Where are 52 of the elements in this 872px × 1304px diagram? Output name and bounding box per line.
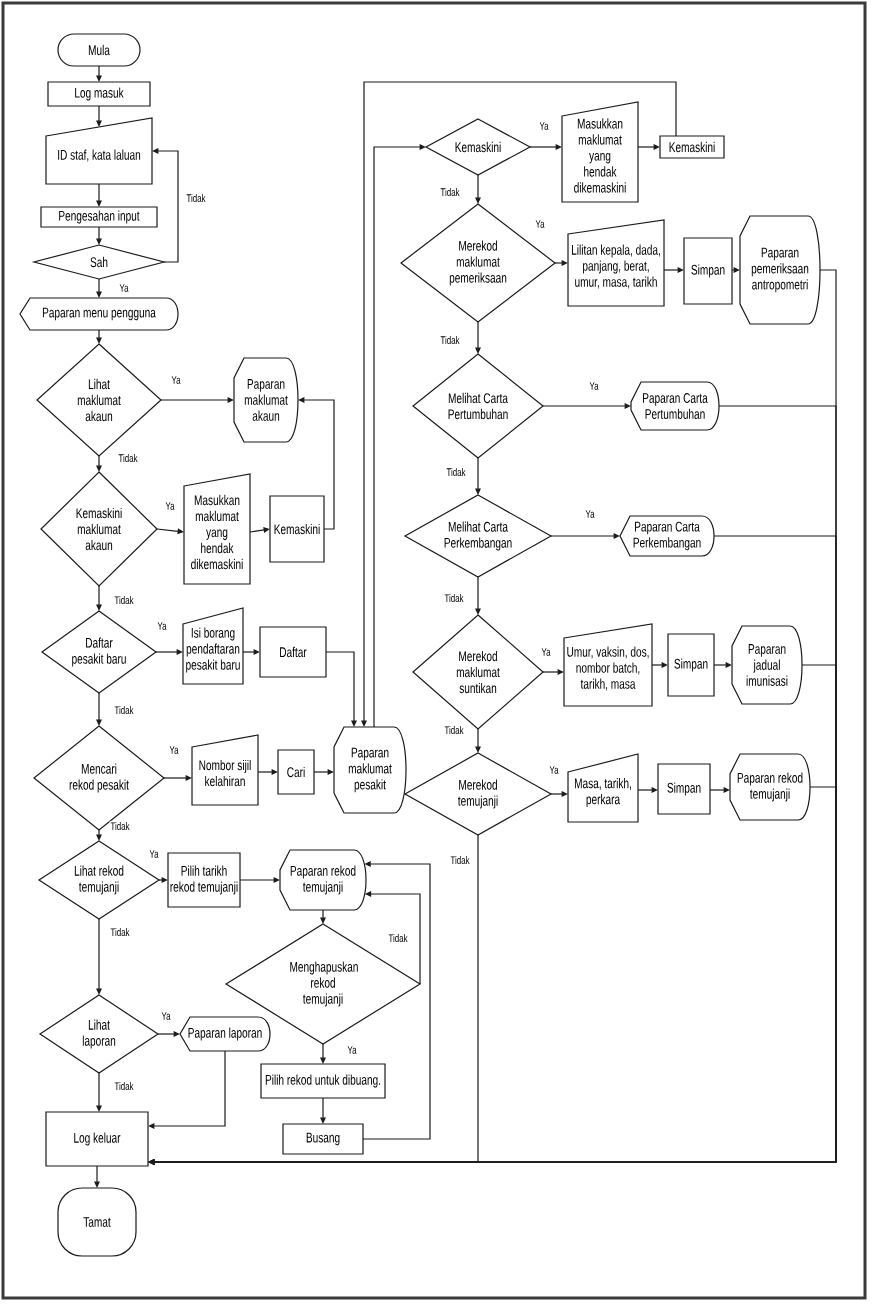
arrow — [96, 829, 102, 841]
arrow — [96, 65, 102, 82]
arrow — [160, 397, 234, 403]
arrow — [361, 81, 677, 727]
arrow — [158, 877, 168, 883]
arrow — [475, 457, 481, 495]
arrow — [96, 278, 102, 298]
arrow — [663, 267, 684, 273]
arrow — [542, 669, 564, 675]
arrow — [298, 397, 335, 530]
arrow — [325, 651, 357, 727]
arrow — [651, 662, 668, 668]
arrow — [242, 649, 260, 655]
arrow — [475, 728, 481, 753]
arrow — [96, 1072, 102, 1112]
arrow — [475, 321, 481, 354]
arrow — [257, 769, 278, 775]
arrow — [96, 105, 102, 127]
arrow — [320, 1043, 326, 1064]
arrow — [96, 226, 102, 245]
arrow — [373, 144, 426, 728]
arrow — [249, 527, 270, 533]
arrow — [239, 877, 280, 883]
arrow — [709, 787, 730, 793]
arrow — [362, 861, 431, 1140]
arrow — [313, 769, 334, 775]
arrow — [637, 144, 660, 150]
arrow — [148, 1050, 226, 1129]
arrow — [96, 455, 102, 472]
arrow — [320, 1097, 326, 1124]
arrow — [96, 329, 102, 344]
arrow — [475, 174, 481, 204]
arrow — [475, 576, 481, 615]
arrow — [96, 918, 102, 995]
arrow — [542, 403, 631, 409]
arrow — [554, 260, 568, 266]
arrow — [529, 144, 562, 150]
arrow — [713, 662, 732, 668]
arrow — [152, 148, 179, 263]
arrow — [96, 183, 102, 207]
arrow — [550, 533, 620, 539]
arrow — [96, 692, 102, 726]
arrow — [320, 909, 326, 924]
arrow — [96, 585, 102, 611]
arrow — [155, 649, 183, 655]
arrow — [148, 834, 479, 1165]
arrow — [157, 1031, 180, 1037]
arrow — [163, 775, 192, 781]
arrow — [94, 1165, 100, 1188]
arrow — [637, 787, 658, 793]
arrow — [550, 791, 568, 797]
arrow — [731, 267, 740, 273]
